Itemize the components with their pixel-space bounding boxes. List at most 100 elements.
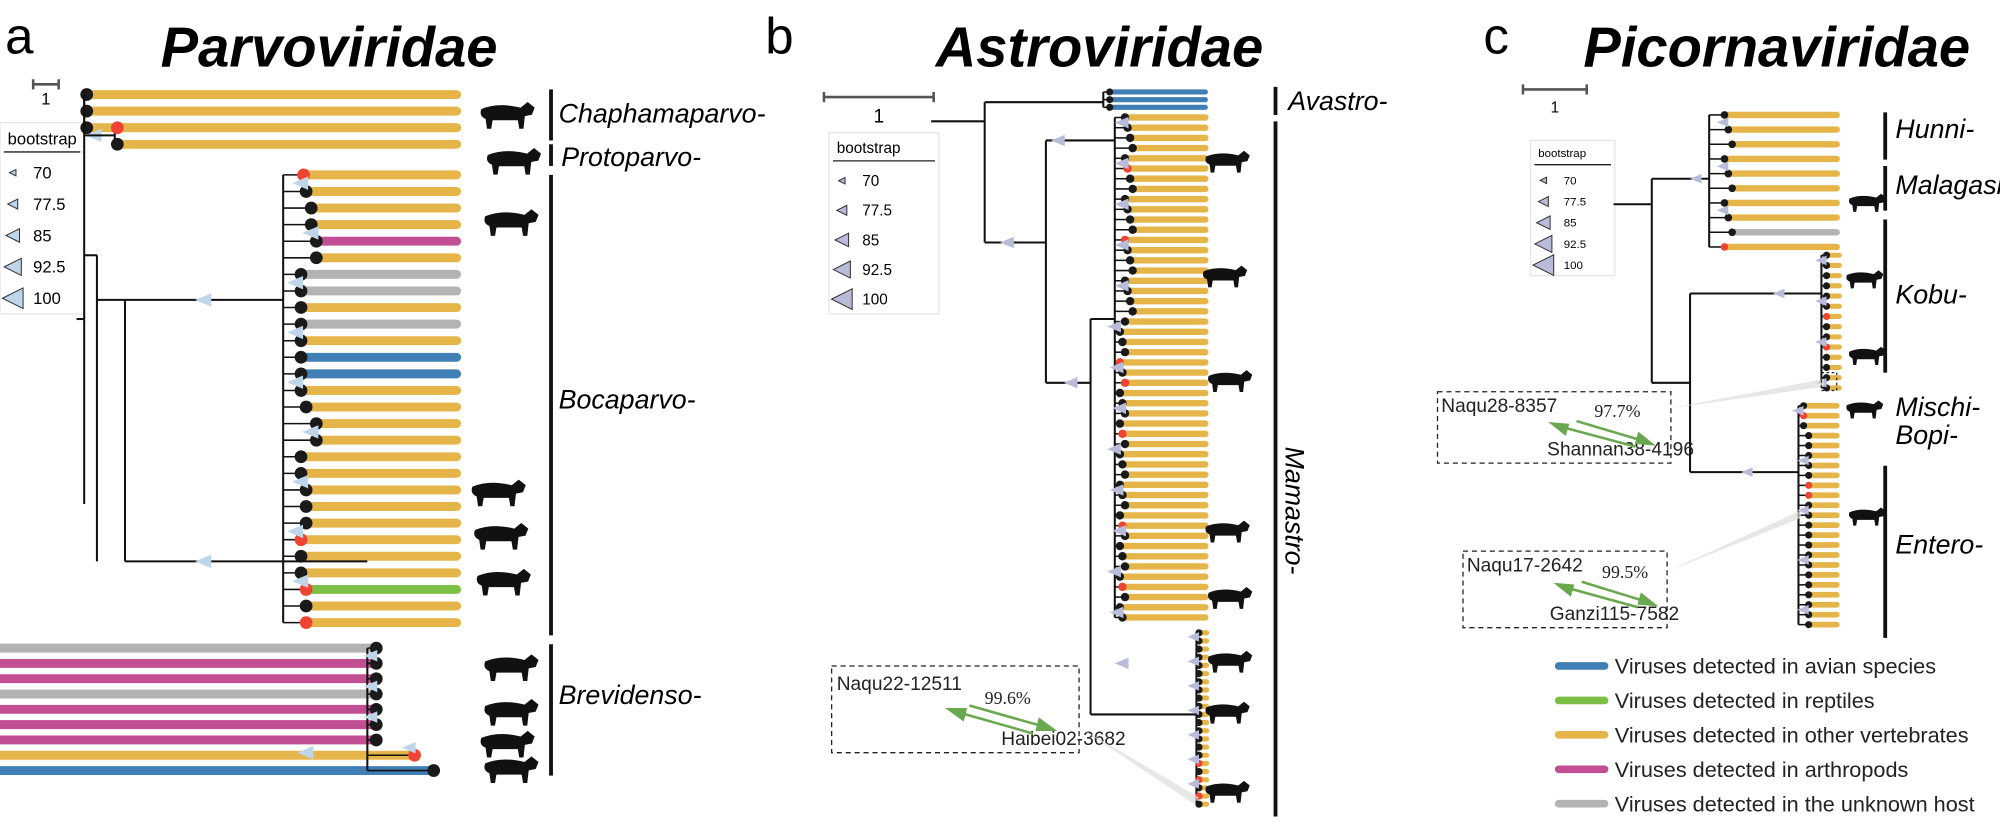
bootstrap-value: 100 [1564, 260, 1583, 272]
bootstrap-triangle-icon [4, 227, 21, 244]
tip-node [1118, 429, 1127, 439]
cattle-silhouette-icon-shape [1848, 346, 1886, 365]
tip-node [1120, 592, 1130, 602]
tip-node [1724, 125, 1733, 134]
bootstrap-triangle [1797, 455, 1809, 466]
bootstrap-triangle [363, 711, 378, 723]
legend-item-avian: Viruses detected in avian species [1554, 654, 1936, 679]
bootstrap-legend-title: bootstrap [837, 140, 901, 157]
tip-node [294, 268, 308, 281]
bootstrap-triangle [1815, 296, 1827, 306]
inset-b-name-b: Haibei02-3682 [1001, 729, 1125, 750]
goat-silhouette-icon [1846, 270, 1884, 289]
tip-node [1120, 562, 1130, 571]
tip-node [1728, 228, 1736, 237]
cattle-silhouette-icon [484, 209, 539, 236]
tip-node [294, 367, 308, 381]
tip-node [1120, 439, 1130, 449]
clade-label-hunni: Hunni- [1895, 114, 1974, 144]
bootstrap-triangle [195, 293, 212, 307]
tip-node [110, 137, 124, 151]
bootstrap-triangle [1114, 280, 1129, 292]
tip-node [369, 702, 383, 716]
clade-label-mamastro: Mamastro- [1280, 447, 1310, 575]
bootstrap-value: 70 [862, 173, 879, 190]
bootstrap-triangle [363, 680, 378, 693]
tip-node [1805, 621, 1813, 629]
inset-b-pointer [1079, 727, 1199, 804]
tip-node [1118, 460, 1127, 469]
bootstrap-triangle [1797, 505, 1809, 516]
tip-node [1115, 511, 1125, 520]
bootstrap-triangle [286, 325, 304, 340]
tip-node [1724, 169, 1733, 178]
tip-node [309, 251, 323, 265]
bootstrap-triangle [1815, 337, 1827, 347]
bootstrap-value: 77.5 [862, 203, 892, 220]
pig-silhouette-icon-shape [480, 102, 535, 129]
bootstrap-triangle [1000, 236, 1014, 249]
inset-b-arrows [945, 704, 1058, 735]
cattle-silhouette-icon [1848, 507, 1886, 526]
tip-node [80, 88, 94, 101]
bootstrap-triangle [297, 746, 314, 760]
tip-node [1195, 800, 1203, 808]
bootstrap-triangle-icon [832, 260, 851, 279]
legend-label: Viruses detected in the unknown host [1615, 791, 1975, 816]
tip-node [369, 733, 383, 747]
tip-node [1118, 337, 1127, 347]
legend-item-reptiles: Viruses detected in reptiles [1554, 688, 1875, 713]
tip-node [369, 641, 383, 655]
bootstrap-triangle-icon [3, 257, 22, 277]
bootstrap-triangle-icon [1533, 234, 1553, 254]
bootstrap-triangle [1063, 377, 1078, 389]
mosquito-silhouette-icon [484, 699, 539, 726]
tip-node [369, 718, 383, 732]
tip-node [1805, 491, 1813, 499]
rabbit-silhouette-icon-shape [474, 522, 529, 550]
inset-c2-name-a: Naqu17-2642 [1467, 556, 1583, 577]
tip-node [294, 284, 308, 298]
tip-node [1822, 363, 1831, 372]
tip-node [1106, 88, 1114, 96]
tip-node [1118, 582, 1127, 592]
tip-node [110, 121, 124, 135]
bootstrap-legend-box [0, 121, 85, 315]
tip-node [1805, 571, 1813, 579]
inset-b: Naqu22-12511 99.6% Haibei02-3682 [830, 665, 1199, 804]
tip-node [1125, 133, 1135, 143]
tip-node [408, 748, 421, 762]
cattle-silhouette-icon-shape [1848, 507, 1886, 526]
panel-a-scale-bar [31, 79, 60, 90]
inset-b-identity: 99.6% [985, 688, 1031, 708]
clade-label-kobu: Kobu- [1895, 280, 1967, 310]
bootstrap-value: 77.5 [33, 195, 65, 214]
tip-node [1805, 541, 1813, 549]
tip-node [1120, 347, 1130, 357]
inset-c1-name-a: Naqu28-8357 [1441, 396, 1557, 417]
panel-b-scale-bar [822, 91, 935, 103]
goat-silhouette-icon-shape [1846, 270, 1884, 289]
bat-silhouette-icon-shape [1846, 400, 1884, 419]
bootstrap-triangle [1772, 288, 1785, 299]
tip-node [369, 687, 383, 701]
bootstrap-triangle [1716, 205, 1729, 216]
bootstrap-triangle [401, 741, 416, 754]
bootstrap-legend-title: bootstrap [1538, 148, 1586, 160]
bootstrap-triangle [1716, 117, 1729, 128]
bootstrap-triangle [292, 176, 309, 190]
panel-c-title: Picornaviridae [1583, 15, 1970, 78]
cattle-silhouette-icon-shape [1205, 780, 1250, 803]
panel-b-letter: b [765, 8, 793, 65]
wolf-silhouette-icon-shape [471, 479, 526, 507]
tip-node [1805, 521, 1813, 529]
tip-node [1728, 140, 1736, 149]
bootstrap-triangle [1109, 484, 1124, 496]
tip-node [1805, 471, 1813, 479]
tip-node [304, 201, 318, 215]
bootstrap-triangle [1187, 705, 1199, 716]
bootstrap-triangle-icon [1535, 215, 1551, 231]
bootstrap-triangle [1797, 604, 1809, 615]
